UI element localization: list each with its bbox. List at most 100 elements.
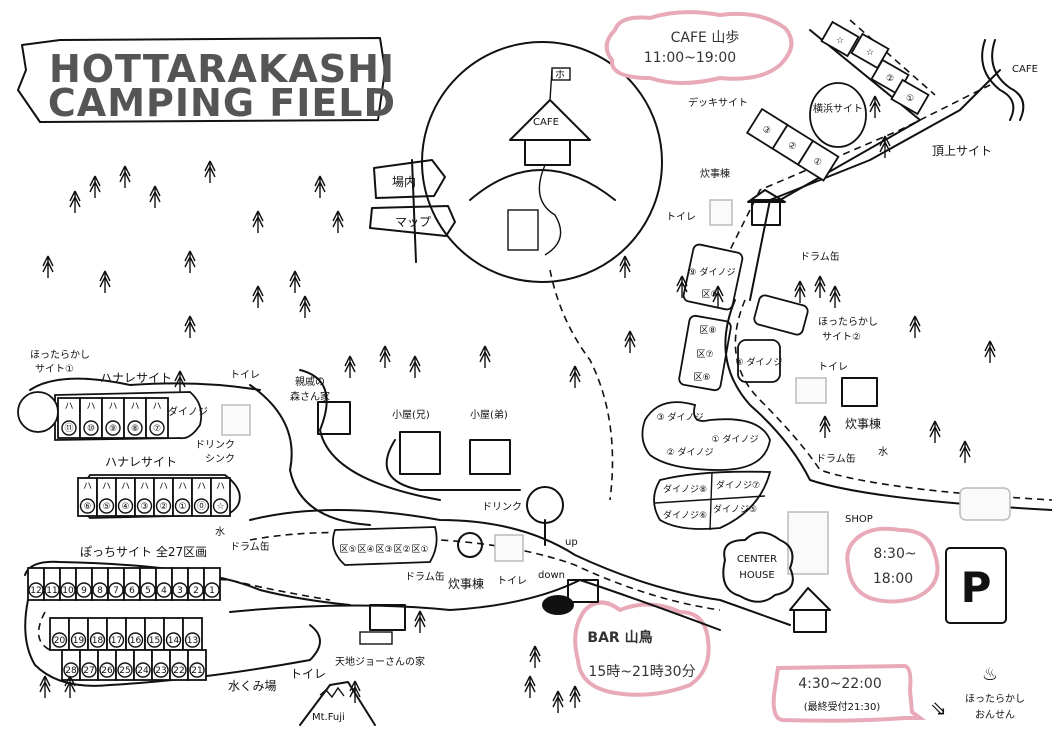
- toilet-label: トイレ: [497, 576, 527, 587]
- hanare-top-site-number-circle: [83, 420, 99, 436]
- hanare-top-site-prefix: ハ: [108, 402, 117, 412]
- tree-icon: [909, 315, 921, 338]
- tree-icon: [252, 285, 264, 308]
- pocchi-title: ぽっちサイト 全27区画: [80, 544, 207, 559]
- pocchi-site-number-circle: [135, 662, 151, 678]
- up-label: up: [565, 537, 578, 548]
- tree-icon: [479, 345, 491, 368]
- hanare-site-top-label: ハナレサイト: [100, 371, 172, 385]
- hanare-site-bottom-label: ハナレサイト: [105, 455, 177, 469]
- hanare-top-site-number: ⑦: [153, 424, 161, 434]
- dainoji-site: ダイノジ⑤: [713, 503, 757, 515]
- tree-icon: [332, 210, 344, 233]
- pocchi-site-number: 28: [65, 666, 77, 676]
- pocchi-site-number-circle: [60, 582, 76, 598]
- tree-icon: [314, 175, 326, 198]
- tree-icon: [119, 165, 131, 188]
- tree-icon: [174, 370, 186, 393]
- hot-spring-icon: ♨: [982, 664, 998, 685]
- title-line2: CAMPING FIELD: [48, 81, 396, 125]
- cafe-roof-label: CAFE: [533, 117, 559, 128]
- pocchi-site-number-circle: [153, 662, 169, 678]
- pocchi-site-number-circle: [124, 582, 140, 598]
- toilet-label: トイレ: [818, 362, 848, 373]
- tree-icon: [414, 610, 426, 633]
- dainoji-site: ダイノジ⑧: [663, 483, 707, 495]
- pocchi-site-number-circle: [99, 662, 115, 678]
- hanare-bottom-site-number-circle: [174, 498, 191, 514]
- tree-icon: [299, 295, 311, 318]
- mori-house-line1: 親戚の: [295, 375, 325, 388]
- summit-site: ☆: [866, 48, 874, 58]
- tree-icon: [829, 285, 841, 308]
- toilet-label: トイレ: [230, 370, 260, 381]
- pocchi-site-number-circle: [127, 632, 144, 648]
- pocchi-site-number: 12: [30, 586, 41, 596]
- dainoji-label: ダイノジ: [168, 405, 208, 418]
- cafe-flag: ホ: [555, 69, 565, 81]
- pocchi-site-number: 6: [129, 586, 135, 596]
- tree-icon: [929, 420, 941, 443]
- pocchi-site-number-circle: [165, 632, 182, 648]
- tree-icon: [814, 275, 826, 298]
- hanare-bottom-site-number: ⓪: [197, 501, 206, 512]
- arrow-icon: ⇘: [930, 696, 947, 720]
- center-house-hours1: 8:30~: [873, 546, 916, 562]
- hanare-bottom-site-number-circle: [79, 498, 96, 514]
- trees: [39, 95, 996, 713]
- hanare-top-site-number: ⑧: [131, 424, 139, 434]
- dainoji-site: ② ダイノジ: [667, 446, 714, 458]
- bar-area: BAR 山鳥 15時~21時30分: [542, 579, 711, 697]
- pocchi-site-number-circle: [156, 582, 172, 598]
- drink-label: ドリンク: [482, 501, 522, 513]
- hanare-bottom-site-number: ③: [140, 502, 148, 512]
- hanare-bottom-site-number-circle: [212, 498, 229, 514]
- cafe-illustration: ホ CAFE: [421, 41, 663, 283]
- hanare-bottom-site-prefix: ハ: [140, 482, 149, 492]
- pocchi-site-number-circle: [70, 632, 87, 648]
- hanare-top-site-cell: [145, 397, 169, 439]
- toilet-label: トイレ: [666, 212, 696, 223]
- pocchi-site-number: 16: [130, 636, 142, 646]
- pocchi-site-number-circle: [172, 582, 188, 598]
- pocchi-site-number-circle: [108, 582, 124, 598]
- tree-icon: [349, 680, 361, 703]
- center-house-area: SHOP CENTER HOUSE 8:30~ 18:00 P: [722, 487, 1011, 633]
- hanare-top-site-number: ⑩: [87, 424, 95, 434]
- tree-icon: [64, 675, 76, 698]
- pocchi-site-number: 2: [193, 586, 199, 596]
- pocchi-site-number-circle: [108, 632, 125, 648]
- summit-site: ②: [886, 74, 894, 84]
- shop-label: SHOP: [845, 514, 873, 525]
- pocchi-site-number-circle: [117, 662, 133, 678]
- pocchi-site-number: 10: [62, 586, 74, 596]
- hottarakashi-site2-line2: サイト②: [822, 331, 861, 343]
- dainoji-site: ダイノジ⑥: [663, 509, 707, 521]
- pocchi-site-number-circle: [44, 582, 60, 598]
- hanare-top-site-prefix: ハ: [86, 402, 95, 412]
- pocchi-site-cell: [187, 649, 207, 681]
- hanare-bottom-site-number-circle: [117, 498, 134, 514]
- tree-icon: [409, 355, 421, 378]
- yokohama-site-label: 横浜サイト: [813, 102, 863, 115]
- center-house-line2: HOUSE: [739, 570, 774, 581]
- ku-site: 区⑦: [696, 349, 713, 360]
- tree-icon: [184, 315, 196, 338]
- kitchen-label: 炊事棟: [845, 416, 881, 431]
- hanare-bottom-site-number-circle: [136, 498, 153, 514]
- tree-icon: [252, 210, 264, 233]
- hanare-bottom-site-number-circle: [193, 498, 210, 514]
- ku-site: 区②: [393, 544, 410, 555]
- cafe-hours: 11:00~19:00: [644, 50, 736, 66]
- summit-site: ①: [906, 94, 914, 104]
- hanare-bottom-site-prefix: ハ: [216, 482, 225, 492]
- drink-label: ドリンク: [195, 439, 235, 451]
- hanare-bottom-site-cell: [210, 477, 231, 517]
- pocchi-site-number: 22: [173, 666, 184, 676]
- cabin-elder-label: 小屋(兄): [392, 409, 430, 421]
- right-middle-sites: ⑨ ダイノジ 区⑨ ほったらかし サイト② 区⑧ 区⑦ 区⑥ ④ ダイノジ トイ…: [641, 243, 1052, 531]
- tree-icon: [379, 345, 391, 368]
